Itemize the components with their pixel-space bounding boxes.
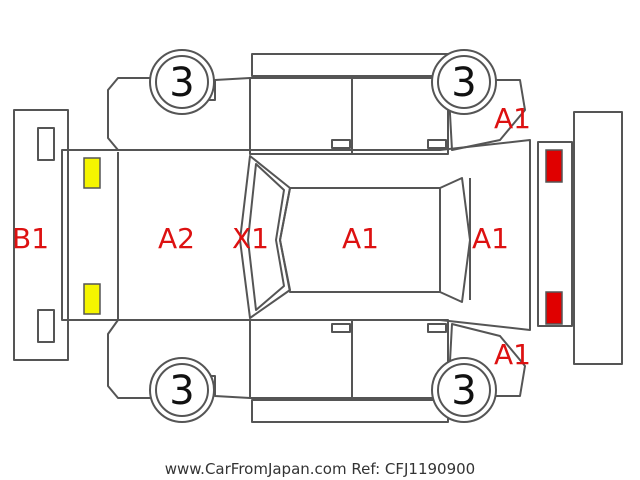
rear-light-top (83, 157, 101, 189)
code-hood: A1 (472, 222, 509, 255)
code-roof: A1 (342, 222, 379, 255)
rear-bumper (13, 109, 69, 361)
front-bumper (573, 111, 623, 365)
tire-front-right-rating: 3 (451, 368, 476, 414)
footer-reference: www.CarFromJapan.com Ref: CFJ1190900 (165, 460, 475, 478)
rear-lights (83, 157, 101, 315)
tire-front-left: 3 (431, 49, 497, 115)
front-lights (537, 141, 573, 327)
tire-front-right: 3 (431, 357, 497, 423)
tire-rear-left-rating: 3 (169, 60, 194, 106)
cabin (239, 155, 471, 319)
tire-rear-right-rating: 3 (169, 368, 194, 414)
rear-light-bottom (83, 283, 101, 315)
code-front-left-fender: A1 (494, 102, 531, 135)
front-light-bottom (545, 291, 563, 325)
code-rear-glass: X1 (232, 222, 269, 255)
front-light-top (545, 149, 563, 183)
code-trunk: A2 (158, 222, 195, 255)
code-front-right-fender: A1 (494, 338, 531, 371)
code-rear-bumper: B1 (12, 222, 49, 255)
tire-rear-right: 3 (149, 357, 215, 423)
tire-front-left-rating: 3 (451, 60, 476, 106)
tire-rear-left: 3 (149, 49, 215, 115)
